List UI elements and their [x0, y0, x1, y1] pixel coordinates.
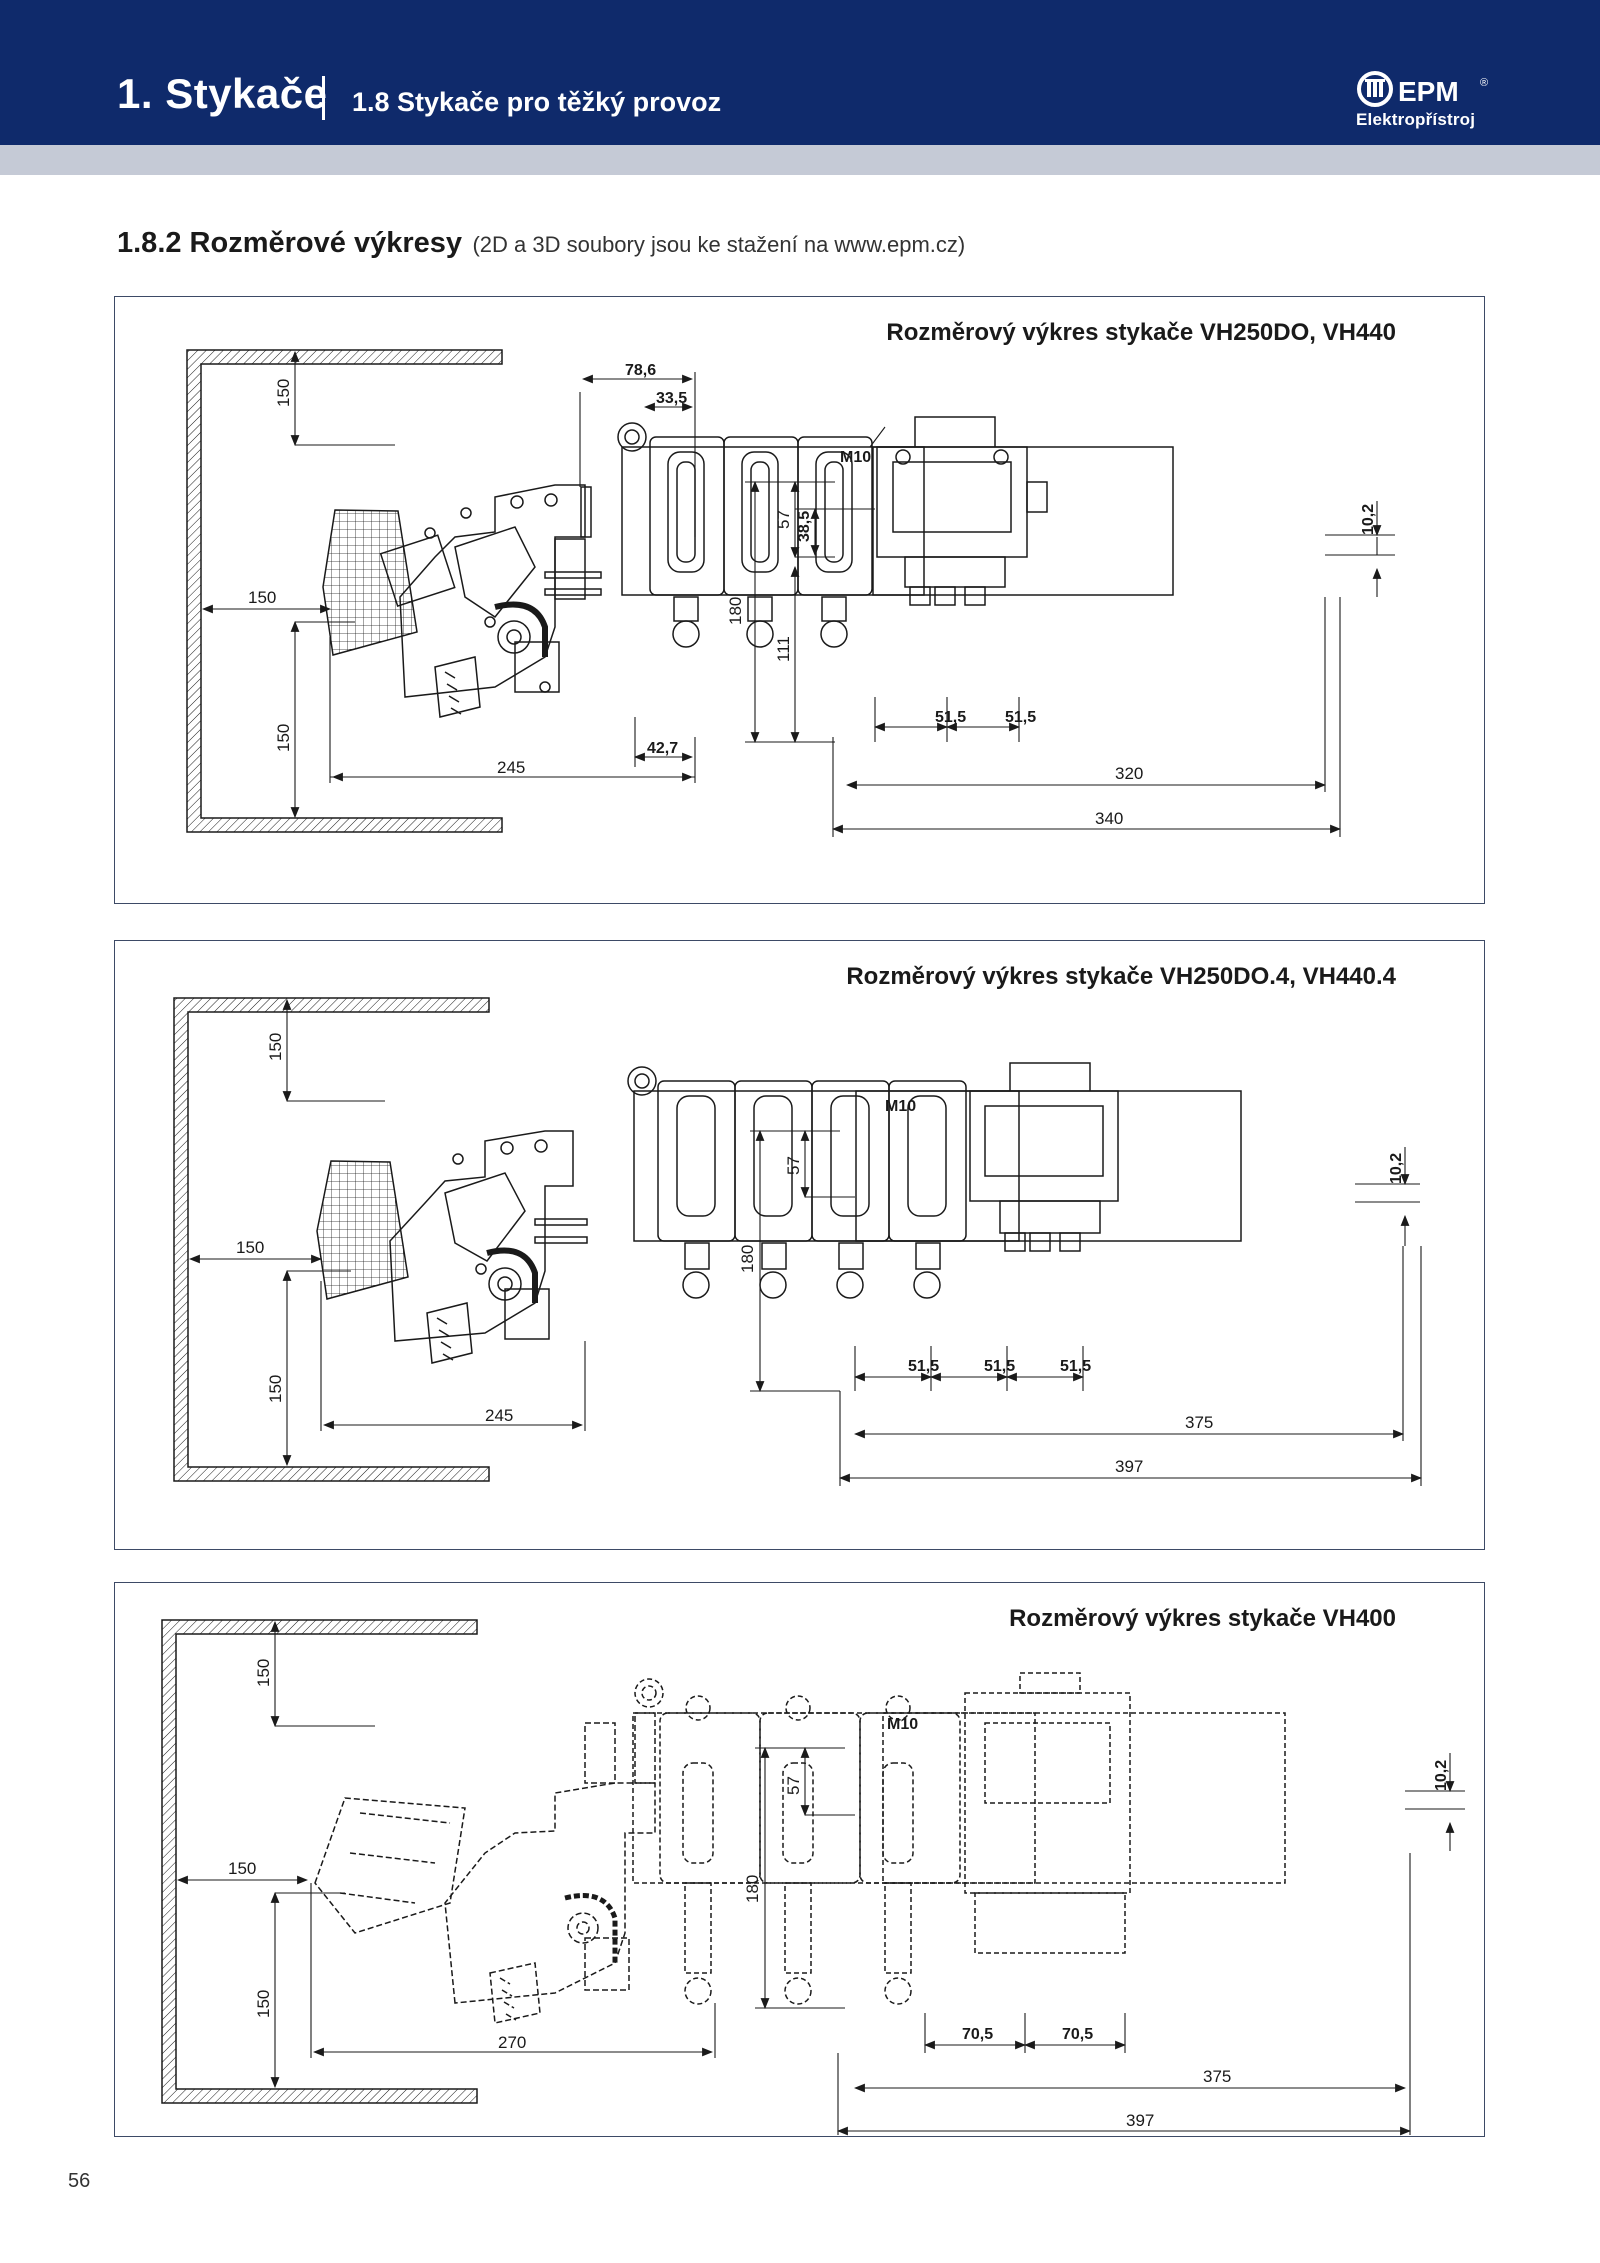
- dimension-drawing-vh250do: 150 150 150 245 78,6 33,5 42,7 M10180573…: [186, 349, 1395, 837]
- side-view-vh250do4: [316, 1130, 588, 1364]
- dim-pitch2: 70,5: [1062, 2026, 1093, 2043]
- drawing-panel-vh250do4: Rozměrový výkres stykače VH250DO.4, VH44…: [114, 940, 1485, 1550]
- dim-pitch1: 51,5: [935, 709, 966, 726]
- header-rule: [0, 145, 1600, 175]
- front-view-vh250do: [617, 416, 1048, 648]
- dim-w-total: 397: [1115, 1457, 1143, 1476]
- dim-shaft: 10,2: [1433, 1760, 1450, 1791]
- drawing-panel-vh250do: Rozměrový výkres stykače VH250DO, VH440: [114, 296, 1485, 904]
- dim-top-b: 33,5: [656, 390, 687, 407]
- dimension-drawing-vh250do4: 150 150 150 245 M10 180 57 10,2 51,5 51,5 51,5…: [173, 997, 1423, 1486]
- dim-h-a: 57: [784, 1156, 803, 1175]
- section-heading: 1.8.2 Rozměrové výkresy (2D a 3D soubory…: [117, 227, 965, 260]
- dim-w-inner: 375: [1203, 2067, 1231, 2086]
- dim-h-c: 111: [774, 636, 793, 662]
- header-band: [0, 0, 1600, 145]
- dim-shaft: 10,2: [1360, 504, 1377, 535]
- dim-h-total: 180: [738, 1245, 757, 1273]
- logo-registered: ®: [1480, 77, 1488, 89]
- dim-clear-bottom: 150: [254, 1990, 273, 2018]
- dim-thread: M10: [887, 1716, 918, 1733]
- page-number: 56: [68, 2170, 91, 2192]
- epm-logo-mark-icon: EPM ®: [1357, 71, 1488, 107]
- dim-pitch2: 51,5: [984, 1358, 1015, 1375]
- front-view-body-vh400: [882, 1712, 1286, 1884]
- section-heading-note: (2D a 3D soubory jsou ke stažení na www.…: [472, 232, 966, 257]
- dim-clear-side: 150: [248, 588, 276, 607]
- dim-thread: M10: [885, 1098, 916, 1115]
- dim-bottom-c: 42,7: [647, 740, 678, 757]
- dim-clear-top: 150: [266, 1033, 285, 1061]
- dim-h-a: 57: [784, 1776, 803, 1795]
- dim-w-inner: 375: [1185, 1413, 1213, 1432]
- drawing-title: Rozměrový výkres stykače VH250DO.4, VH44…: [846, 963, 1396, 990]
- dim-clear-top: 150: [254, 1659, 273, 1687]
- epm-logo: EPM ® Elektropřístroj: [1356, 70, 1496, 142]
- dim-pitch1: 70,5: [962, 2026, 993, 2043]
- front-view-body-vh250do: [872, 446, 1174, 596]
- title-divider: [322, 76, 325, 120]
- dim-h-b: 38,5: [796, 511, 813, 542]
- dim-clear-top: 150: [274, 379, 293, 407]
- logo-brand: EPM: [1398, 76, 1459, 107]
- dim-w-inner: 320: [1115, 764, 1143, 783]
- dim-clear-side: 150: [236, 1238, 264, 1257]
- dim-w-total: 397: [1126, 2111, 1154, 2130]
- dim-clear-side: 150: [228, 1859, 256, 1878]
- dim-h-total: 180: [743, 1875, 762, 1903]
- dimension-drawing-vh400: 150 150 150 270 M10 180 57 10,2 70,5 70,5 375 3…: [161, 1619, 1465, 2136]
- dim-pitch2: 51,5: [1005, 709, 1036, 726]
- drawing-title: Rozměrový výkres stykače VH400: [1009, 1605, 1396, 1632]
- side-view-vh400: [314, 1712, 656, 2024]
- chapter-title: 1. Stykače: [117, 70, 328, 117]
- dim-h-total: 180: [726, 597, 745, 625]
- dim-w-total: 340: [1095, 809, 1123, 828]
- dim-top-a: 78,6: [625, 362, 656, 379]
- dim-clear-bottom: 150: [266, 1375, 285, 1403]
- side-view-vh250do: [322, 484, 602, 718]
- dim-clear-bottom: 150: [274, 724, 293, 752]
- dim-h-a: 57: [774, 510, 793, 529]
- chapter-subtitle: 1.8 Stykače pro těžký provoz: [352, 87, 722, 117]
- drawing-title: Rozměrový výkres stykače VH250DO, VH440: [886, 319, 1396, 346]
- front-view-body-vh250do4: [855, 1090, 1242, 1242]
- dim-shaft: 10,2: [1388, 1153, 1405, 1184]
- dim-depth: 245: [485, 1406, 513, 1425]
- drawing-panel-vh400: Rozměrový výkres stykače VH400: [114, 1582, 1485, 2137]
- logo-name: Elektropřístroj: [1356, 110, 1476, 129]
- dim-pitch3: 51,5: [1060, 1358, 1091, 1375]
- section-heading-title: 1.8.2 Rozměrové výkresy: [117, 227, 462, 259]
- dim-pitch1: 51,5: [908, 1358, 939, 1375]
- dim-depth: 245: [497, 758, 525, 777]
- front-view-vh400: [632, 1672, 1131, 2005]
- dim-depth: 270: [498, 2033, 526, 2052]
- dim-thread: M10: [840, 449, 871, 466]
- front-view-vh250do4: [627, 1062, 1119, 1299]
